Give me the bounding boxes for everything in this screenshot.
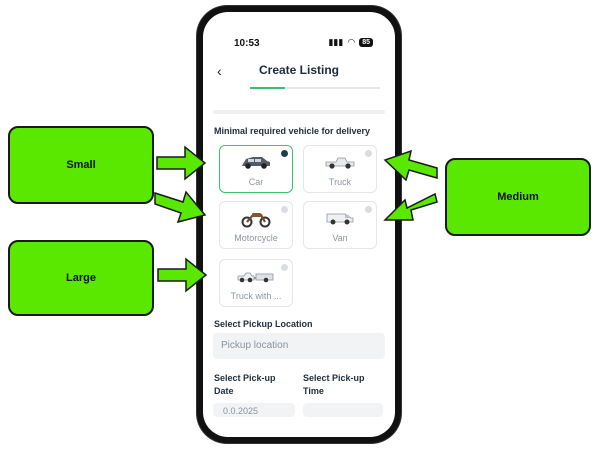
radio-unselected xyxy=(281,206,288,213)
pickup-location-placeholder: Pickup location xyxy=(221,340,289,351)
vehicle-option-motorcycle[interactable]: Motorcycle xyxy=(219,201,293,249)
wifi-icon: ◠ xyxy=(347,37,356,47)
vehicle-label-motorcycle: Motorcycle xyxy=(234,233,278,243)
vehicle-label-truck: Truck xyxy=(328,177,352,187)
vehicle-option-van[interactable]: Van xyxy=(303,201,377,249)
vehicle-label-van: Van xyxy=(332,233,348,243)
callout-large: Large xyxy=(8,240,154,316)
callout-small: Small xyxy=(8,126,154,204)
signal-icon: ▮▮▮ xyxy=(328,37,344,47)
pickup-location-input[interactable]: Pickup location xyxy=(213,333,385,359)
pickup-location-label: Select Pickup Location xyxy=(214,319,313,329)
arrow-small-to-motorcycle xyxy=(154,190,207,224)
arrow-large-to-truck-with-trailer xyxy=(157,257,208,293)
vehicle-label-car: Car xyxy=(248,177,264,187)
phone-screen: 10:53 ▮▮▮ ◠ 85 ‹ Create Listing Minimal … xyxy=(203,12,395,437)
battery-icon: 85 xyxy=(359,38,373,47)
car-icon xyxy=(242,157,270,169)
pickup-date-label-line2: Date xyxy=(214,386,234,396)
arrow-medium-to-van xyxy=(383,192,438,221)
pickup-truck-icon xyxy=(325,157,355,169)
page-title: Create Listing xyxy=(258,63,339,77)
vehicle-option-truck[interactable]: Truck xyxy=(303,145,377,193)
vehicle-option-truck-with-trailer[interactable]: Truck with ... xyxy=(219,259,293,307)
pickup-time-label: Select Pick-up Time xyxy=(303,373,365,396)
pickup-date-value: 0.0.2025 xyxy=(223,406,259,416)
status-icons: ▮▮▮ ◠ 85 xyxy=(328,37,373,48)
header: ‹ Create Listing xyxy=(203,62,395,92)
motorcycle-icon xyxy=(241,213,271,228)
radio-unselected xyxy=(281,264,288,271)
status-bar: 10:53 ▮▮▮ ◠ 85 xyxy=(203,12,395,49)
pickup-date-input[interactable]: 0.0.2025 xyxy=(213,403,295,417)
van-icon xyxy=(326,213,354,225)
phone-frame: 10:53 ▮▮▮ ◠ 85 ‹ Create Listing Minimal … xyxy=(197,6,401,443)
pickup-time-label-line2: Time xyxy=(303,386,324,396)
radio-selected xyxy=(281,150,288,157)
status-time: 10:53 xyxy=(234,38,260,49)
callout-medium: Medium xyxy=(445,158,591,236)
arrow-medium-to-truck xyxy=(383,149,438,182)
radio-unselected xyxy=(365,206,372,213)
vehicle-option-car[interactable]: Car xyxy=(219,145,293,193)
pickup-date-label-line1: Select Pick-up xyxy=(214,373,276,383)
truck-with-trailer-icon xyxy=(237,272,274,283)
pickup-time-input[interactable] xyxy=(303,403,383,417)
progress-bar-fill xyxy=(250,87,286,89)
vehicle-section-label: Minimal required vehicle for delivery xyxy=(214,126,371,136)
pickup-date-label: Select Pick-up Date xyxy=(214,373,276,396)
progress-bar xyxy=(250,87,380,89)
back-arrow-icon[interactable]: ‹ xyxy=(217,63,222,79)
section-divider xyxy=(213,110,385,114)
vehicle-label-truck-with-trailer: Truck with ... xyxy=(230,291,282,301)
pickup-time-label-line1: Select Pick-up xyxy=(303,373,365,383)
arrow-small-to-car xyxy=(156,145,207,181)
radio-unselected xyxy=(365,150,372,157)
